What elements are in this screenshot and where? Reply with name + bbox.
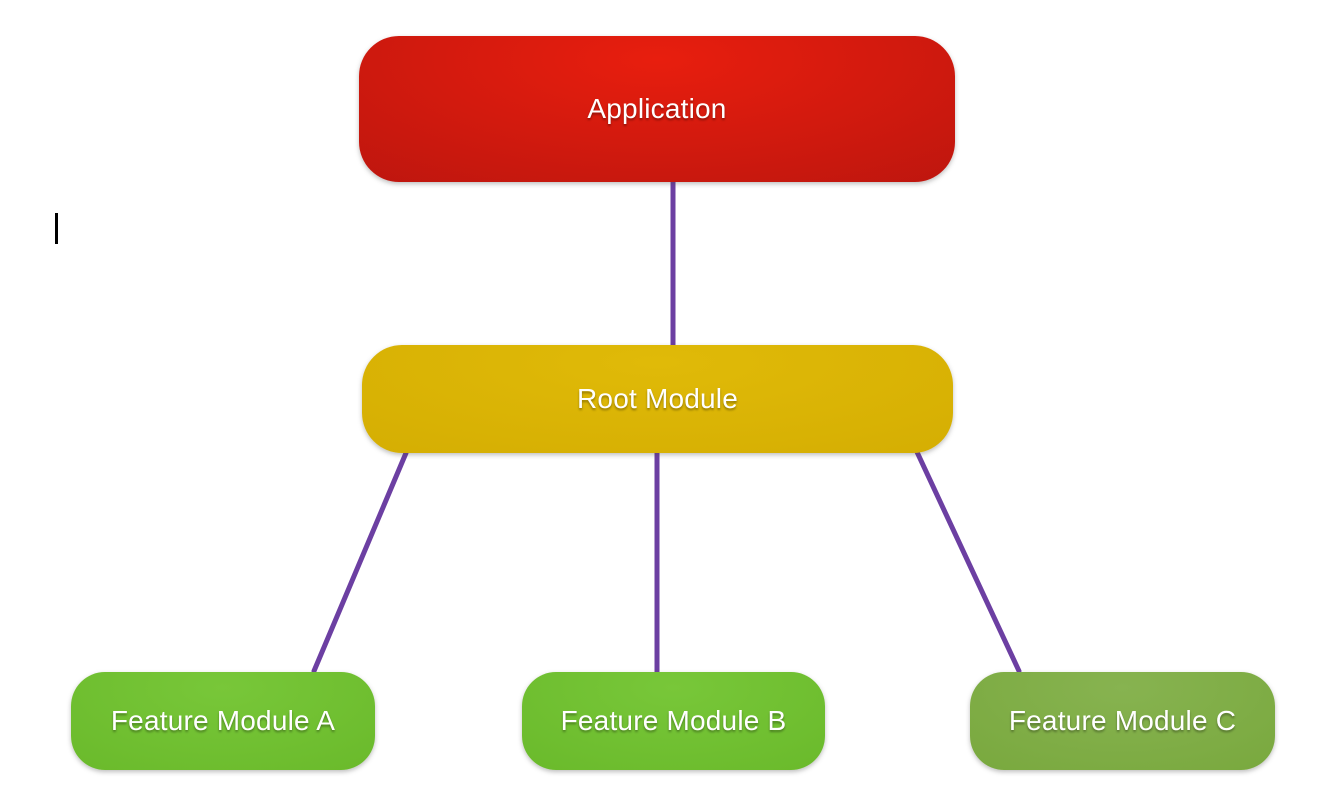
node-feature-module-c[interactable]: Feature Module C xyxy=(970,672,1275,770)
edge-root-module-to-feature-a[interactable] xyxy=(311,450,409,674)
node-root-module-label: Root Module xyxy=(577,383,738,414)
node-feature-module-c-label: Feature Module C xyxy=(1008,705,1237,736)
node-root-module[interactable]: Root Module xyxy=(362,345,953,453)
node-feature-module-b-label: Feature Module B xyxy=(560,705,787,736)
text-caret xyxy=(55,213,58,244)
edge-root-module-to-feature-c[interactable] xyxy=(914,449,1022,674)
node-application-label: Application xyxy=(587,93,727,124)
node-feature-module-b[interactable]: Feature Module B xyxy=(522,672,825,770)
node-feature-module-a-label: Feature Module A xyxy=(110,705,336,736)
node-application[interactable]: Application xyxy=(359,36,955,182)
node-feature-module-a[interactable]: Feature Module A xyxy=(71,672,375,770)
